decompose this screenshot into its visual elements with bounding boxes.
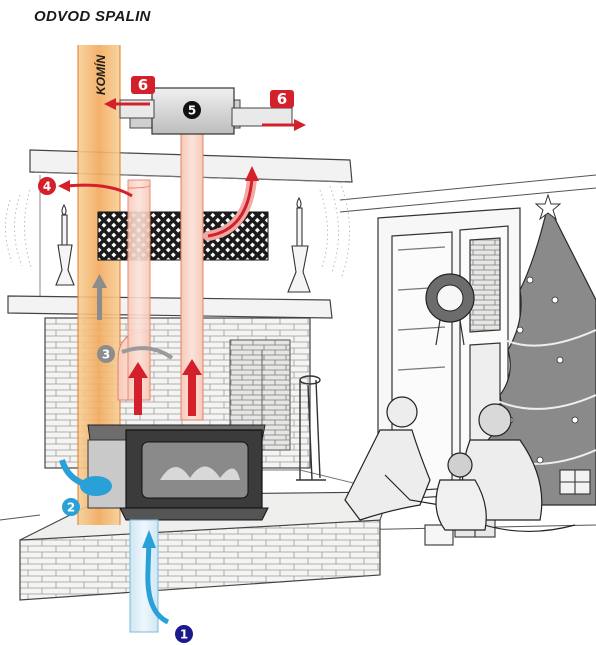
stove-up-arrows — [128, 359, 202, 416]
chimney-label: KOMÍN — [93, 55, 108, 95]
lower-mantel — [7, 295, 333, 319]
grey-curve-arrow — [121, 346, 174, 360]
marker-6-left: 6 — [131, 76, 155, 94]
svg-text:2: 2 — [67, 501, 75, 515]
marker-2: 2 — [62, 498, 80, 516]
heat-radiation-dots — [4, 181, 350, 277]
svg-text:5: 5 — [188, 104, 196, 118]
marker-5: 5 — [183, 101, 201, 119]
exhaust-arrow-right — [262, 119, 306, 131]
fireplace-tools — [296, 375, 326, 481]
hot-air-arrow-left-outlet — [58, 180, 133, 198]
marker-3: 3 — [97, 345, 115, 363]
marker-1: 1 — [175, 625, 193, 643]
exhaust-arrow-left — [104, 98, 150, 110]
marker-4: 4 — [38, 177, 56, 195]
candle-right — [287, 196, 311, 293]
chimney-updraft-arrow — [92, 274, 107, 320]
air-inlet-duct — [129, 519, 159, 633]
diagram-title: ODVOD SPALIN — [34, 8, 151, 25]
wreath — [425, 273, 475, 346]
cold-air-arrow-bottom — [142, 530, 170, 625]
svg-text:6: 6 — [138, 76, 148, 94]
fan-unit — [119, 87, 293, 135]
candle-left — [55, 203, 75, 286]
svg-text:1: 1 — [180, 628, 188, 642]
svg-text:6: 6 — [277, 90, 287, 108]
hot-air-arrow-curve-right — [203, 166, 259, 241]
svg-text:4: 4 — [43, 180, 51, 194]
wood-stove — [87, 424, 269, 521]
svg-text:3: 3 — [102, 348, 110, 362]
family — [344, 396, 576, 533]
cold-air-arrow-left — [59, 459, 112, 496]
marker-6-right: 6 — [270, 90, 294, 108]
